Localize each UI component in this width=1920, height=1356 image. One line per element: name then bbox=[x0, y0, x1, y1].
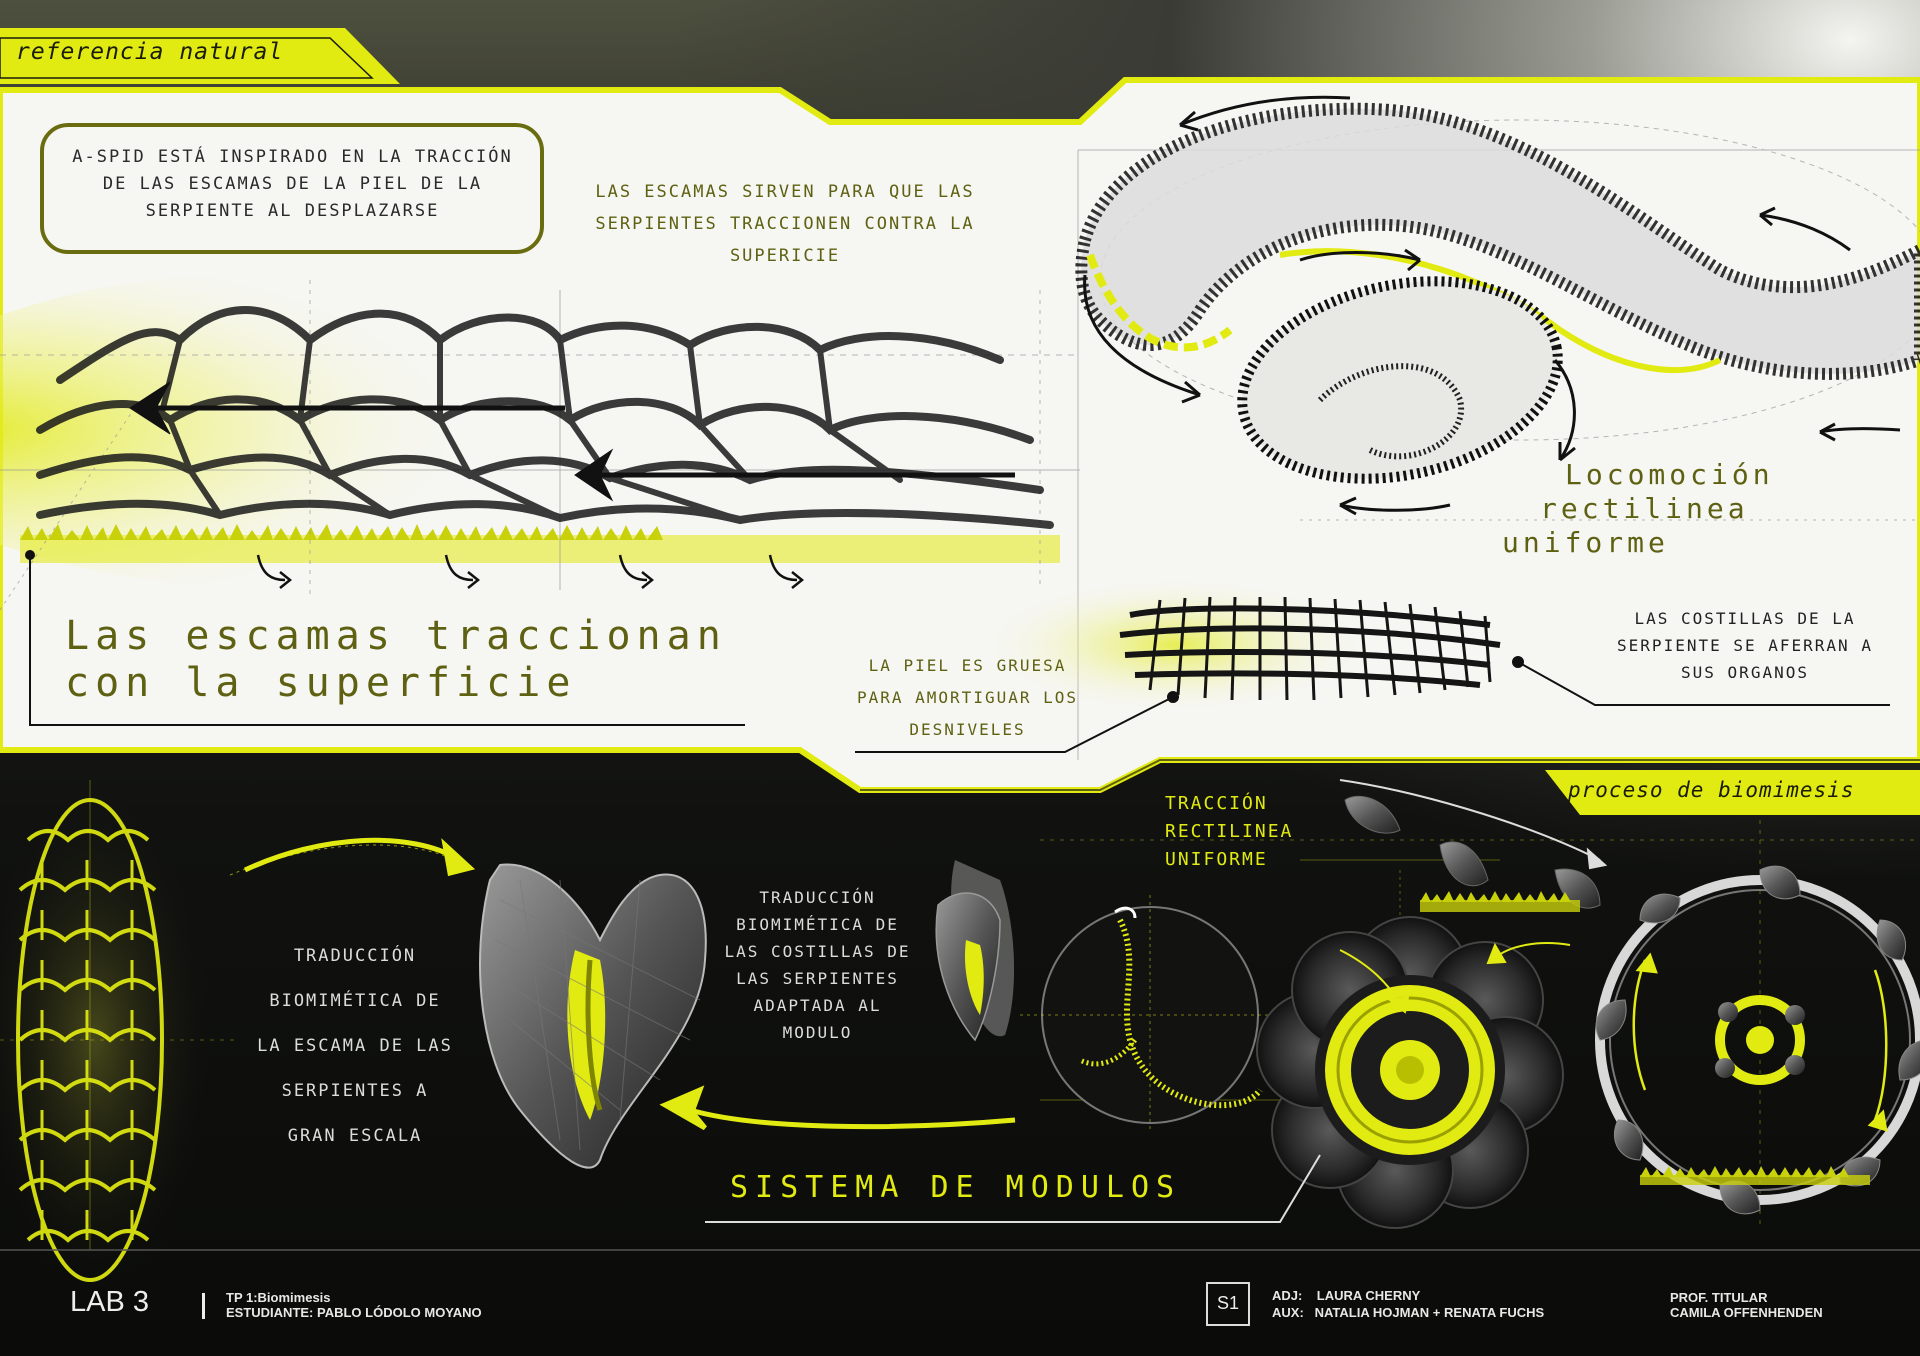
section-title-top: referencia natural bbox=[16, 39, 284, 65]
locomotion-title-line1: Locomoción bbox=[1565, 458, 1774, 491]
traction-arrows bbox=[129, 381, 1015, 502]
prof-title: PROF. TITULAR bbox=[1670, 1290, 1768, 1305]
inspiration-text: A-SPID ESTÁ INSPIRADO EN LA TRACCIÓN DE … bbox=[72, 147, 513, 221]
top-panel bbox=[0, 77, 1920, 793]
inspiration-box bbox=[40, 123, 544, 254]
snake-skeleton-circle bbox=[1041, 906, 1263, 1124]
skin-note: LA PIEL ES GRUESA PARA AMORTIGUAR LOS DE… bbox=[856, 656, 1079, 739]
ribs-note: LAS COSTILLAS DE LA SERPIENTE SE AFERRAN… bbox=[1617, 609, 1873, 682]
traction-label: TRACCIÓN RECTILINEA UNIFORME bbox=[1165, 793, 1294, 870]
snake-skin-pattern bbox=[16, 798, 164, 1282]
aux-label: AUX: NATALIA HOJMAN + RENATA FUCHS bbox=[1272, 1305, 1545, 1320]
big-title-line1: Las escamas traccionan bbox=[65, 613, 727, 659]
prof-name: CAMILA OFFENHENDEN bbox=[1670, 1305, 1823, 1320]
header-tab-top bbox=[0, 28, 400, 84]
section-badge-frame bbox=[1206, 1282, 1250, 1326]
scales-note: LAS ESCAMAS SIRVEN PARA QUE LAS SERPIENT… bbox=[595, 182, 975, 266]
ribs-translation-text: TRADUCCIÓN BIOMIMÉTICA DE LAS COSTILLAS … bbox=[724, 888, 911, 1042]
section-badge: S1 bbox=[1216, 1293, 1240, 1313]
tp-label: TP 1:Biomimesis bbox=[226, 1290, 331, 1305]
system-title: SISTEMA DE MODULOS bbox=[730, 1170, 1182, 1205]
section-title-bottom: proceso de biomimesis bbox=[1568, 778, 1855, 802]
rib-module-3d bbox=[935, 892, 1001, 1042]
lab-label: LAB 3 bbox=[70, 1286, 149, 1318]
floating-scales bbox=[1344, 795, 1601, 909]
student-label: ESTUDIANTE: PABLO LÓDOLO MOYANO bbox=[226, 1305, 482, 1320]
adj-label: ADJ: LAURA CHERNY bbox=[1272, 1288, 1421, 1303]
scale-translation-text: TRADUCCIÓN BIOMIMÉTICA DE LA ESCAMA DE L… bbox=[257, 946, 453, 1146]
scale-module-3d bbox=[479, 863, 707, 1169]
ribs-illustration bbox=[1119, 596, 1501, 701]
locomotion-title-line2: rectilinea bbox=[1540, 492, 1749, 525]
wheel-assembly-3d bbox=[1595, 865, 1920, 1215]
big-title-line2: con la superficie bbox=[65, 660, 577, 706]
module-wheel-3d bbox=[1256, 916, 1564, 1229]
locomotion-title-line3: uniforme bbox=[1502, 526, 1669, 559]
header-tab-bottom bbox=[1545, 770, 1920, 815]
